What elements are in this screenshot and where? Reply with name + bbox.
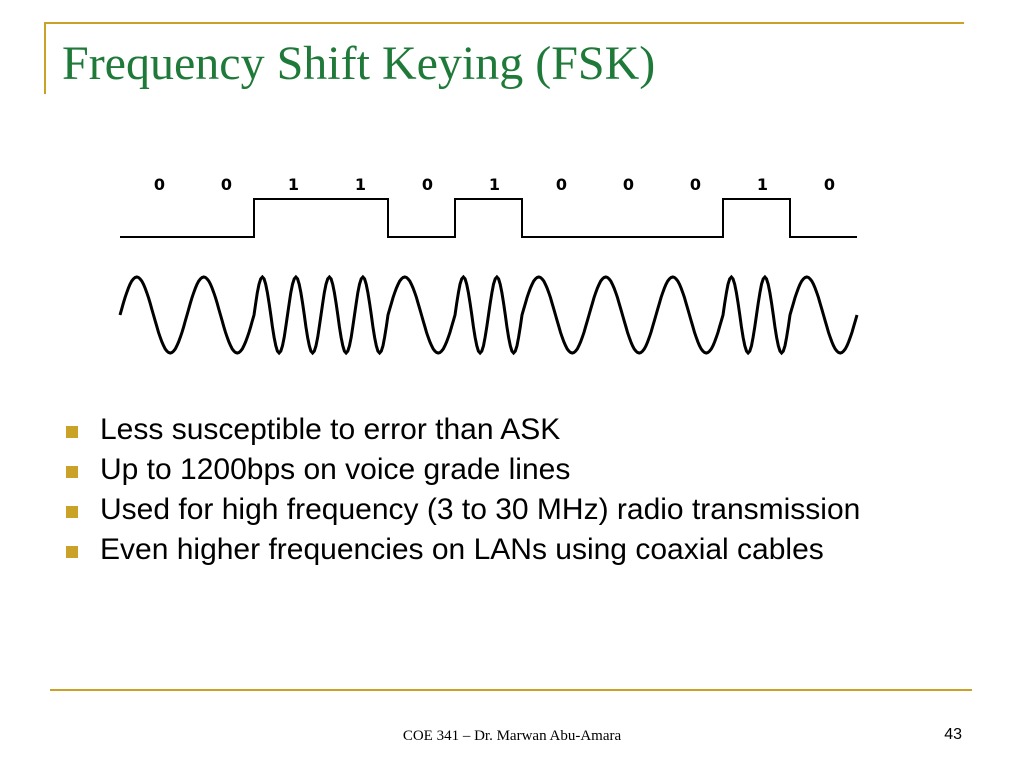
bullet-item: Even higher frequencies on LANs using co… (62, 532, 942, 568)
bit-label: 1 (288, 175, 299, 194)
frame-left-rule (44, 22, 46, 94)
footer-text: COE 341 – Dr. Marwan Abu-Amara (402, 728, 622, 744)
bullet-text: Even higher frequencies on LANs using co… (100, 533, 824, 566)
digital-signal-line (120, 198, 857, 238)
bit-label: 1 (355, 175, 366, 194)
bullet-item: Less susceptible to error than ASK (62, 412, 942, 448)
bullet-list: Less susceptible to error than ASK Up to… (62, 412, 942, 572)
bit-label: 0 (154, 175, 165, 194)
bit-label: 0 (824, 175, 835, 194)
square-bullet-icon (66, 506, 78, 518)
bit-label: 0 (422, 175, 433, 194)
bullet-text: Less susceptible to error than ASK (100, 413, 561, 446)
bit-label: 0 (690, 175, 701, 194)
square-bullet-icon (66, 466, 78, 478)
footer-rule (50, 689, 972, 691)
page-number: 43 (944, 726, 962, 743)
bullet-item: Up to 1200bps on voice grade lines (62, 452, 942, 488)
bit-label: 0 (221, 175, 232, 194)
bit-label: 1 (757, 175, 768, 194)
square-bullet-icon (66, 546, 78, 558)
bit-label: 1 (489, 175, 500, 194)
frame-top-rule (44, 22, 964, 24)
bullet-item: Used for high frequency (3 to 30 MHz) ra… (62, 492, 942, 528)
bullet-text: Up to 1200bps on voice grade lines (100, 453, 571, 486)
bit-label: 0 (556, 175, 567, 194)
fsk-waveform (118, 274, 859, 356)
bit-label: 0 (623, 175, 634, 194)
fsk-figure: 0 0 1 1 0 1 0 0 0 1 0 (110, 170, 870, 370)
slide-title: Frequency Shift Keying (FSK) (62, 37, 656, 90)
bullet-text: Used for high frequency (3 to 30 MHz) ra… (100, 493, 861, 526)
fsk-diagram: 0 0 1 1 0 1 0 0 0 1 0 (118, 175, 859, 356)
square-bullet-icon (66, 426, 78, 438)
